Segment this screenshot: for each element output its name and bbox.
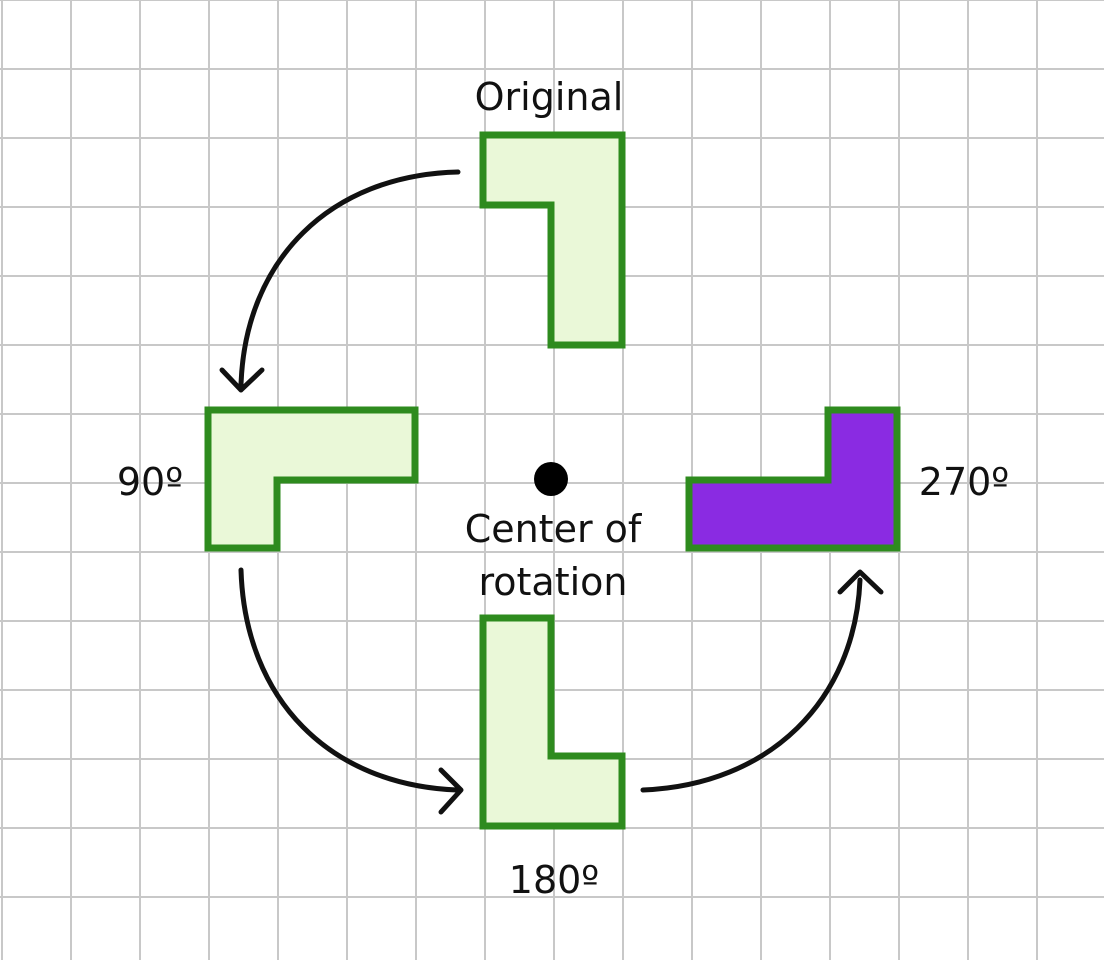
shape-180 <box>479 614 626 830</box>
label-center-line1: Center of <box>465 507 643 551</box>
label-270: 270º <box>919 460 1009 504</box>
label-180: 180º <box>509 858 599 902</box>
arrow-90-to-180 <box>238 567 460 793</box>
arrow-head-270 <box>837 569 884 595</box>
shape-270 <box>685 406 901 552</box>
arrow-original-to-90 <box>238 169 461 388</box>
label-90: 90º <box>117 460 183 504</box>
center-dot <box>534 462 568 496</box>
arrow-head-90 <box>219 367 265 393</box>
label-center-line2: rotation <box>478 560 627 604</box>
label-original: Original <box>475 75 624 119</box>
shape-original <box>479 131 626 349</box>
shape-90 <box>204 406 419 552</box>
arrow-head-180 <box>438 767 464 815</box>
arrow-180-to-270 <box>640 577 863 793</box>
